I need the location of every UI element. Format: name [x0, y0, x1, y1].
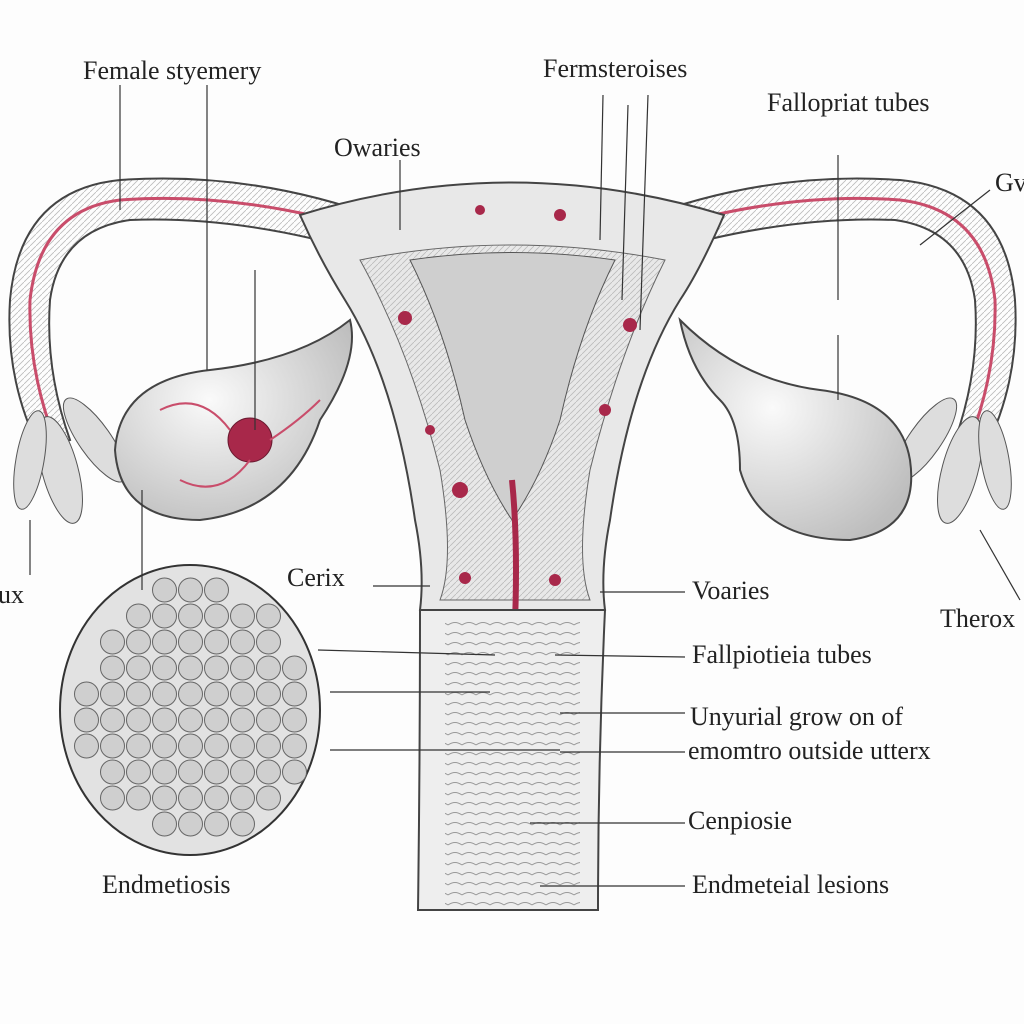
tissue-nodule	[256, 681, 281, 707]
label-cenpiosie: Cenpiosie	[688, 806, 792, 835]
tissue-nodule	[100, 707, 125, 733]
tissue-nodule	[152, 759, 177, 785]
tissue-nodule	[74, 733, 99, 759]
tissue-nodule	[152, 811, 177, 837]
tissue-nodule	[230, 785, 255, 811]
tissue-nodule	[282, 707, 307, 733]
tissue-nodule	[100, 785, 125, 811]
tissue-nodule	[204, 629, 229, 655]
leader-lines	[29, 85, 1021, 887]
tissue-nodule	[178, 707, 203, 733]
tissue-nodule	[100, 681, 125, 707]
tissue-nodule	[204, 785, 229, 811]
tissue-nodule	[230, 629, 255, 655]
tissue-nodule	[126, 733, 151, 759]
tissue-nodule	[126, 603, 151, 629]
tissue-nodule	[152, 603, 177, 629]
label-unusual-growth-2: emomtro outside utterx	[688, 736, 931, 765]
tissue-nodule	[230, 733, 255, 759]
tissue-nodule	[178, 811, 203, 837]
tissue-nodule	[126, 681, 151, 707]
tissue-nodule	[74, 707, 99, 733]
tissue-nodule	[178, 603, 203, 629]
tissue-nodule	[230, 681, 255, 707]
tissue-nodule	[126, 759, 151, 785]
tissue-nodule	[282, 733, 307, 759]
tissue-nodule	[126, 655, 151, 681]
tissue-nodule	[230, 759, 255, 785]
tissue-nodule	[178, 629, 203, 655]
tissue-nodule	[204, 811, 229, 837]
tissue-nodule	[230, 655, 255, 681]
endometrial-lesion-spots	[398, 205, 637, 586]
tissue-nodule	[256, 603, 281, 629]
label-gv-cut: Gv	[995, 168, 1024, 197]
label-fallopian-bottom: Fallpiotieia tubes	[692, 640, 872, 669]
label-fallopian-top: Fallopriat tubes	[767, 88, 930, 117]
tissue-nodule	[204, 655, 229, 681]
tissue-nodule	[256, 655, 281, 681]
tissue-nodule	[204, 603, 229, 629]
tissue-nodule	[152, 629, 177, 655]
tissue-nodule	[126, 629, 151, 655]
label-fermsteroises: Fermsteroises	[543, 54, 688, 83]
tissue-nodule	[204, 733, 229, 759]
tissue-nodule	[178, 759, 203, 785]
tissue-nodule	[256, 629, 281, 655]
tissue-nodule	[230, 603, 255, 629]
tissue-nodule	[100, 733, 125, 759]
label-cervix: Cerix	[287, 563, 345, 592]
right-ovary	[678, 316, 913, 542]
tissue-nodule	[100, 759, 125, 785]
tissue-nodule	[204, 707, 229, 733]
tissue-nodule	[152, 707, 177, 733]
tissue-nodule	[256, 759, 281, 785]
tissue-nodule	[100, 629, 125, 655]
left-ovary	[113, 318, 353, 522]
label-endometriosis: Endmetiosis	[102, 870, 231, 899]
uterine-cavity	[409, 252, 616, 521]
tissue-nodule	[74, 681, 99, 707]
tissue-nodule	[230, 707, 255, 733]
tissue-nodule	[152, 733, 177, 759]
label-ovaries-top: Owaries	[334, 133, 421, 162]
tissue-nodule	[126, 707, 151, 733]
label-female-system: Female styemery	[83, 56, 262, 85]
tissue-nodule	[178, 577, 203, 603]
tissue-nodule	[100, 655, 125, 681]
tissue-nodule	[152, 577, 177, 603]
tissue-nodule	[126, 785, 151, 811]
label-ux-cut: ux	[0, 580, 24, 609]
tissue-nodule	[152, 655, 177, 681]
tissue-nodule	[282, 759, 307, 785]
label-unusual-growth-1: Unyurial grow on of	[690, 702, 904, 731]
tissue-nodule	[256, 785, 281, 811]
tissue-nodule	[230, 811, 255, 837]
tissue-nodule	[178, 733, 203, 759]
label-endometrial-lesions: Endmeteial lesions	[692, 870, 890, 899]
tissue-nodule	[204, 759, 229, 785]
tissue-nodule	[204, 681, 229, 707]
label-ovaries-right: Voaries	[692, 576, 770, 605]
tissue-nodule	[282, 681, 307, 707]
tissue-nodule	[152, 785, 177, 811]
label-therox-cut: Therox	[940, 604, 1016, 633]
tissue-nodule	[256, 733, 281, 759]
tissue-nodule	[152, 681, 177, 707]
tissue-nodule	[178, 655, 203, 681]
tissue-nodule	[204, 577, 229, 603]
left-fimbriae	[13, 397, 128, 524]
tissue-nodule	[178, 785, 203, 811]
tissue-nodule	[282, 655, 307, 681]
tissue-nodule	[256, 707, 281, 733]
tissue-nodule	[178, 681, 203, 707]
